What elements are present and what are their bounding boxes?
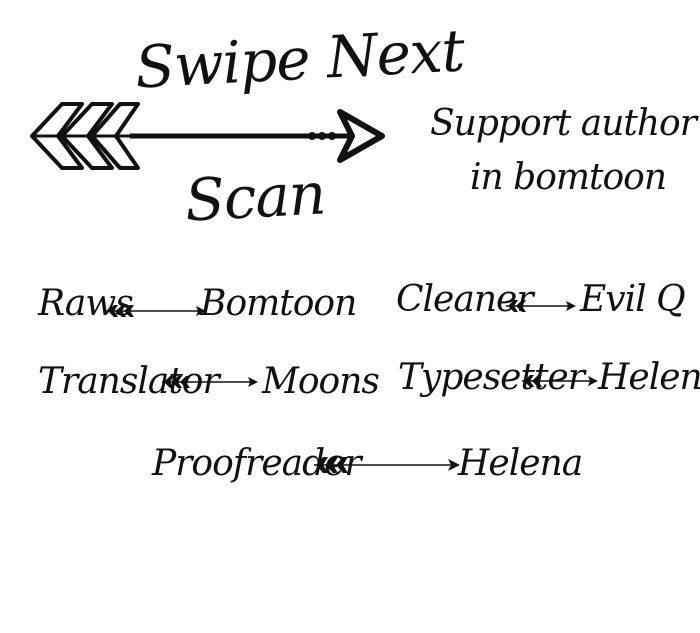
small-arrow-icon — [522, 375, 598, 387]
credit-role-raws: Raws — [38, 283, 134, 324]
small-arrow-icon — [106, 305, 206, 317]
credit-name-evil-q: Evil Q — [580, 279, 686, 320]
credit-role-cleaner: Cleaner — [396, 279, 534, 320]
scan-text: Scan — [183, 159, 327, 235]
credit-name-helena: Helena — [458, 443, 583, 484]
large-arrow-icon — [30, 102, 385, 170]
swipe-next-text: Swipe Next — [133, 16, 466, 102]
small-arrow-icon — [506, 300, 576, 312]
credit-role-proofreader: Proofreader — [152, 443, 362, 484]
credit-name-moons: Moons — [262, 361, 380, 402]
support-author-line1: Support author — [430, 103, 697, 144]
credit-name-helena: Helena — [598, 357, 700, 398]
support-author-line2: in bomtoon — [470, 157, 667, 198]
credit-role-typesetter: Typesetter — [398, 357, 585, 398]
small-arrow-icon — [162, 376, 258, 388]
credit-name-bomtoon: Bomtoon — [200, 283, 357, 324]
small-arrow-icon — [314, 457, 460, 473]
